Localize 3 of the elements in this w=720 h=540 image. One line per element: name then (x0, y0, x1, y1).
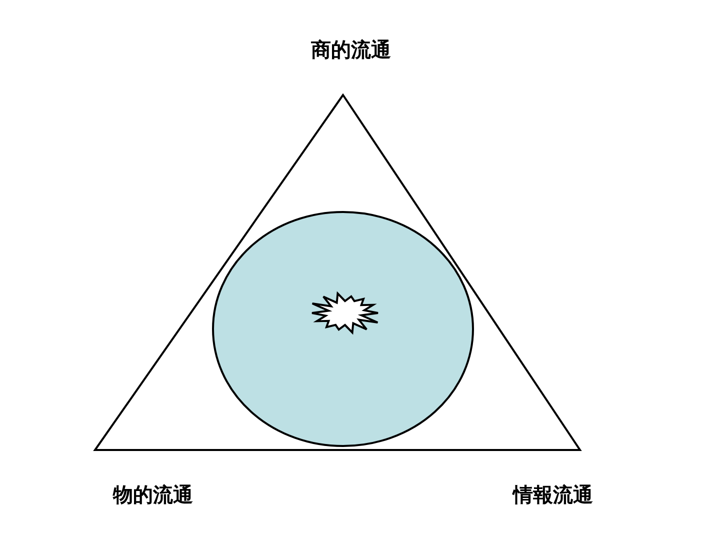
corner-label: 情報流通 (513, 482, 593, 508)
corner-label: 商的流通 (311, 36, 391, 64)
corner-label: 物的流通 (113, 482, 193, 508)
